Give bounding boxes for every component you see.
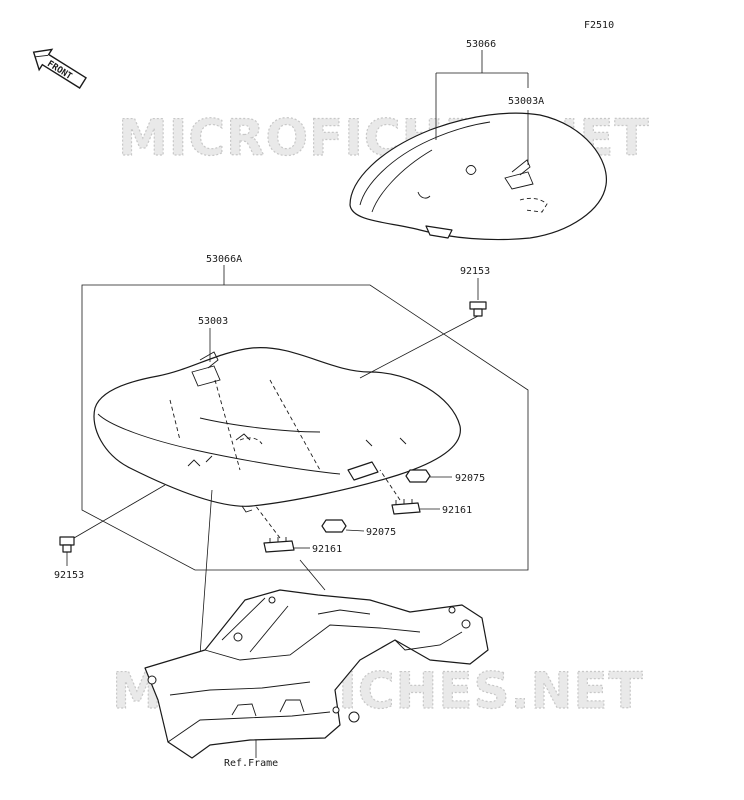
label-bolt-right: 92153 [460, 266, 490, 277]
label-damper-lower: 92075 [366, 527, 396, 538]
label-clip-right: 92161 [442, 505, 472, 516]
clip-right-part [379, 469, 440, 515]
label-seat-assembly: 53066A [206, 254, 242, 265]
damper-upper-part [405, 469, 452, 483]
label-clip-left: 92161 [312, 544, 342, 555]
label-bolt-left: 92153 [54, 570, 84, 581]
frame-guide-lines [199, 489, 326, 656]
figure-id: F2510 [584, 20, 614, 31]
seat-assembly-bracket [81, 265, 529, 571]
label-damper-upper: 92075 [455, 473, 485, 484]
label-seat-cover-tag: 53003A [508, 96, 544, 107]
bolt-left-part [59, 484, 166, 553]
bolt-right-part [359, 301, 487, 379]
front-arrow-icon: FRONT [32, 48, 87, 89]
seat-part [93, 347, 461, 513]
label-seat-cover: 53066 [466, 39, 496, 50]
seat-cover-leaders [435, 50, 529, 165]
label-seat-tag: 53003 [198, 316, 228, 327]
damper-lower-part [321, 519, 365, 533]
frame-part [144, 589, 489, 759]
label-frame-ref: Ref.Frame [224, 758, 278, 769]
seat-cover-part [349, 112, 607, 241]
clip-left-part [254, 504, 310, 553]
